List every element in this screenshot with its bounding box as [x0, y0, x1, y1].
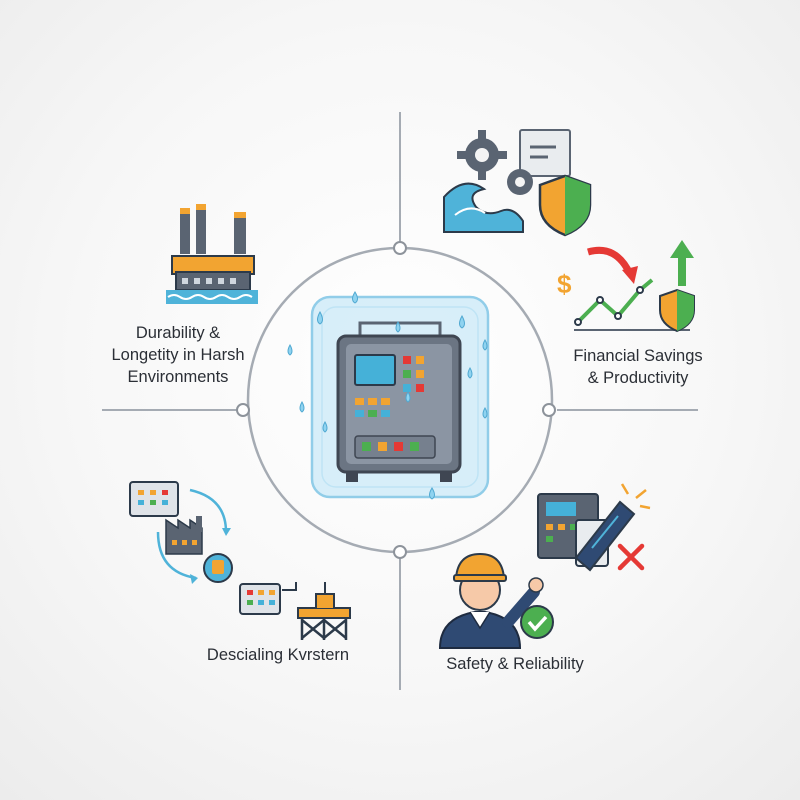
- descaling-cycle-icon: [129, 481, 351, 640]
- financial-label-line2: & Productivity: [587, 369, 689, 387]
- durability-label-line3: Environments: [127, 368, 229, 386]
- durability-label: Durability & Longetity in Harsh Environm…: [88, 322, 268, 388]
- svg-text:$: $: [557, 269, 572, 299]
- durability-label-line1: Durability &: [135, 324, 221, 342]
- waterproof-control-panel-icon: [287, 291, 490, 500]
- offshore-platform-icon: [166, 204, 258, 304]
- safety-label: Safety & Reliability: [420, 653, 610, 675]
- gears-wave-shield-icon: [443, 129, 592, 237]
- savings-chart-icon: $: [557, 240, 695, 333]
- descaling-label-line1: Descialing Kvrstern: [206, 646, 350, 664]
- durability-label-line2: Longetity in Harsh: [111, 346, 245, 364]
- engineer-checkmark-icon: [438, 552, 554, 649]
- safety-label-line1: Safety & Reliability: [446, 655, 584, 673]
- financial-label: Financial Savings & Productivity: [548, 345, 728, 389]
- ring-nodes: [236, 241, 556, 559]
- financial-label-line1: Financial Savings: [573, 347, 703, 365]
- control-panel-error-icon: [537, 483, 651, 572]
- axis-lines: [102, 112, 698, 690]
- descaling-label: Descialing Kvrstern: [178, 644, 378, 666]
